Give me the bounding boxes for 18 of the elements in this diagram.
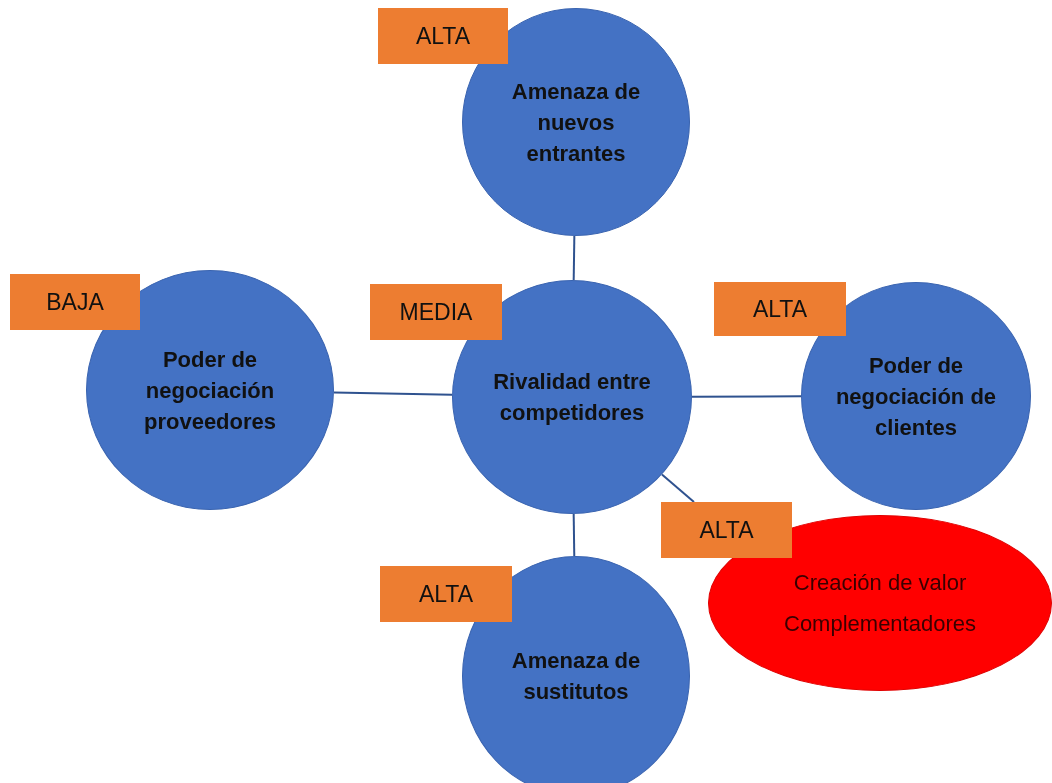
force-label: Complementadores <box>784 610 976 638</box>
level-tag: ALTA <box>714 282 846 336</box>
force-label: Creación de valor <box>793 569 967 597</box>
connector-line <box>691 395 802 398</box>
level-tag: ALTA <box>661 502 792 558</box>
force-label: Amenaza de sustitutos <box>510 647 642 706</box>
force-label: Rivalidad entre competidores <box>492 368 652 427</box>
level-tag: BAJA <box>10 274 140 330</box>
level-tag: ALTA <box>380 566 512 622</box>
force-label: Poder de negociación proveedores <box>142 345 278 436</box>
connector-line <box>572 513 576 557</box>
connector-line <box>572 235 576 281</box>
level-tag: MEDIA <box>370 284 502 340</box>
force-label: Amenaza de nuevos entrantes <box>510 77 642 168</box>
connector-line <box>660 473 695 503</box>
connector-line <box>333 391 453 396</box>
force-label: Poder de negociación de clientes <box>834 351 998 442</box>
level-tag: ALTA <box>378 8 508 64</box>
